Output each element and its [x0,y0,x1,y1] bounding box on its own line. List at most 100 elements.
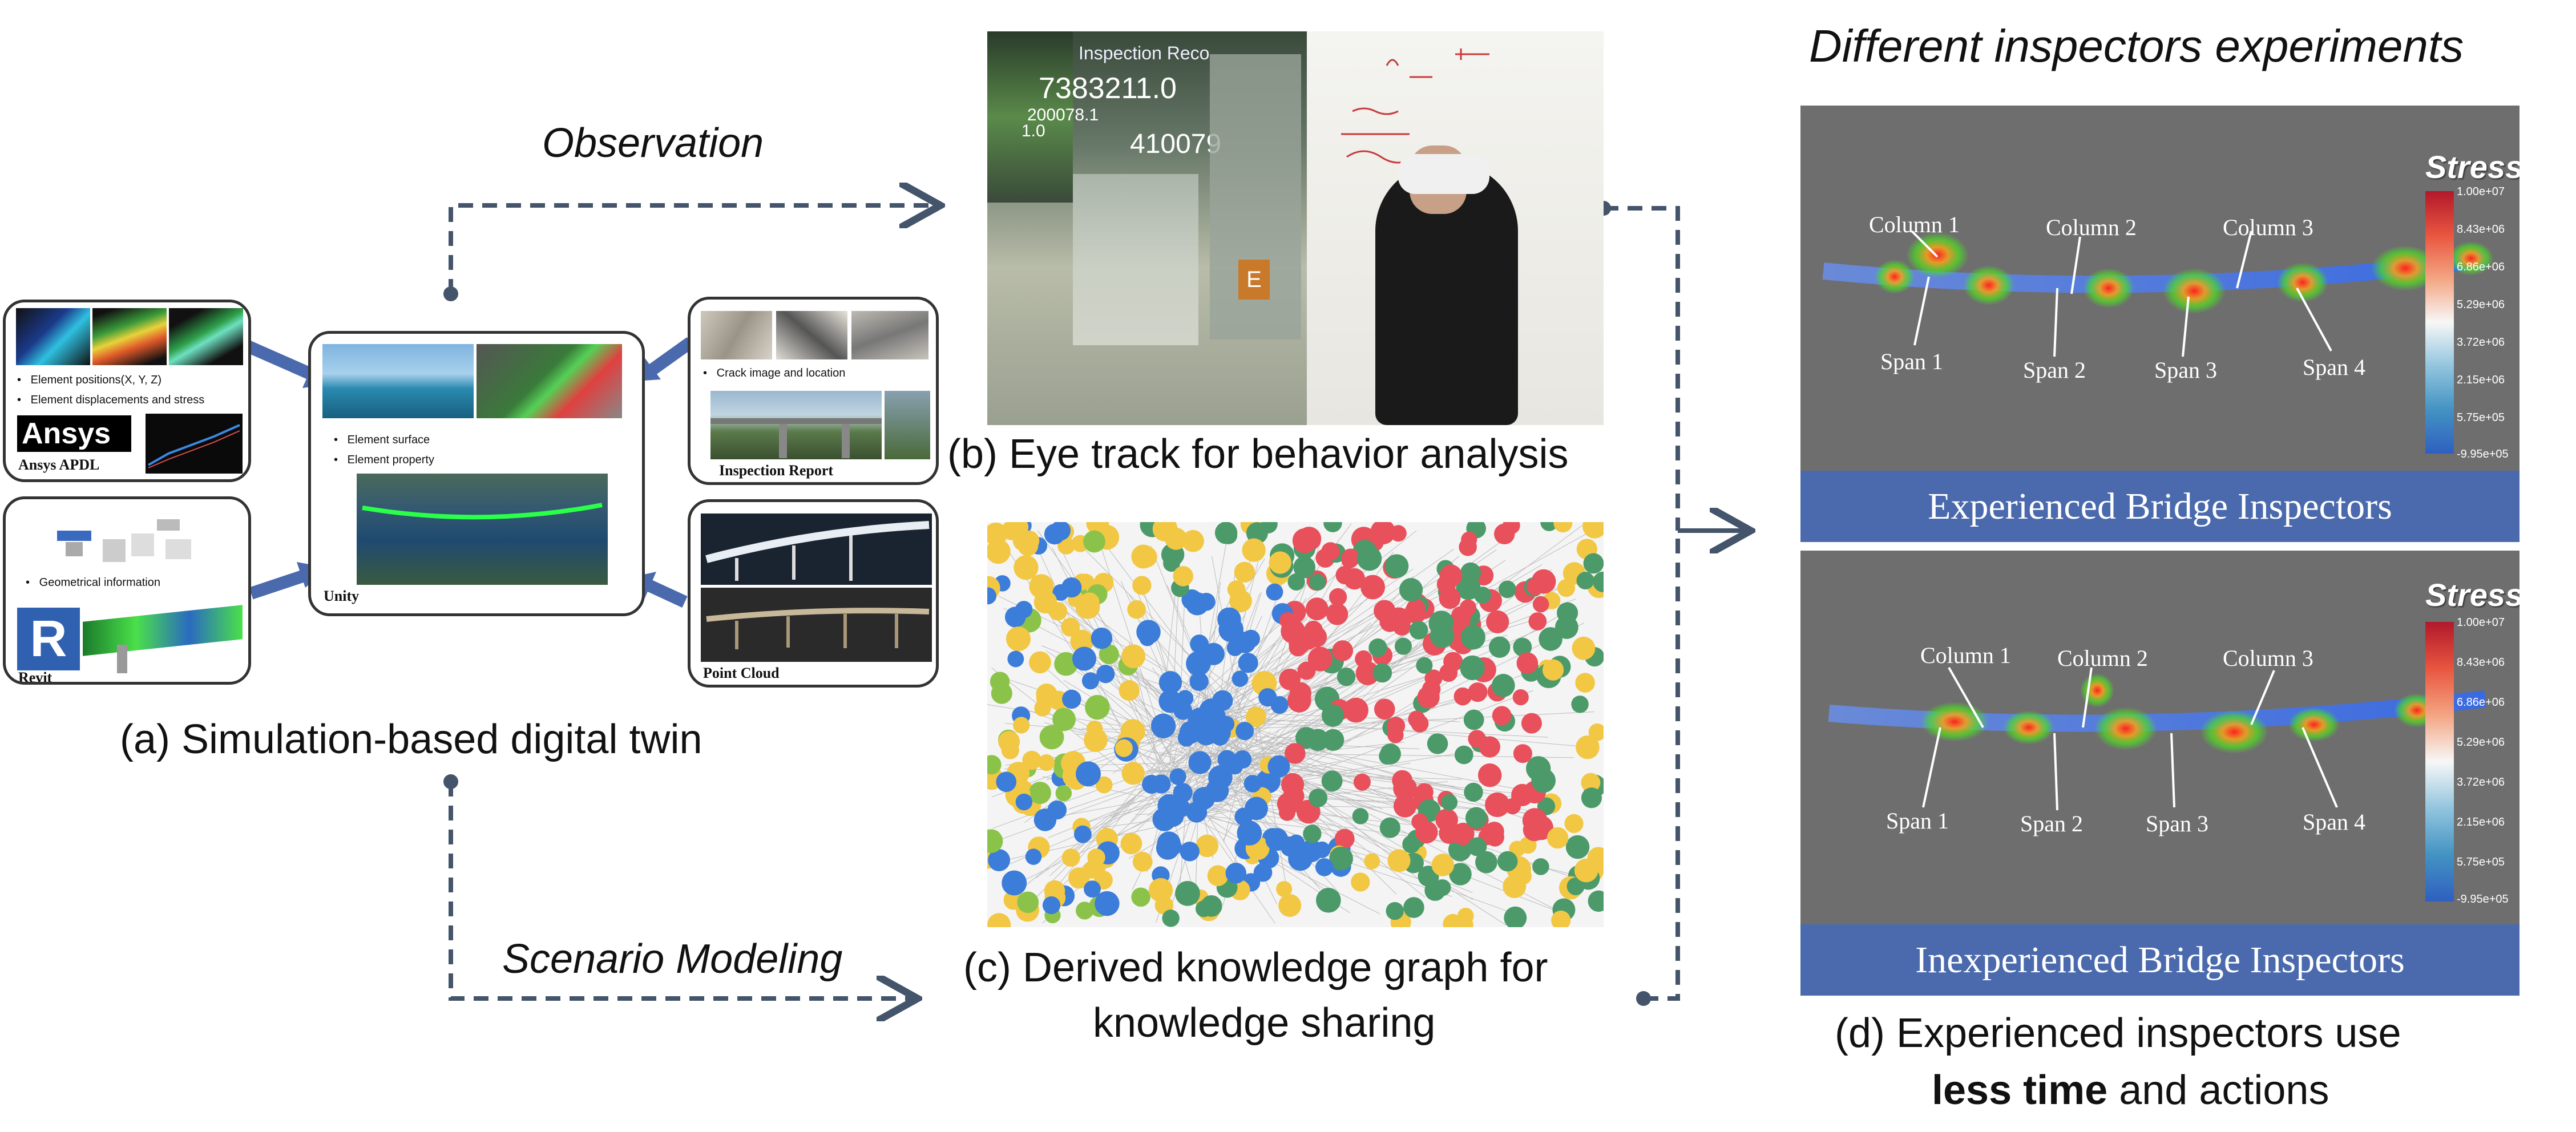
graph-node [1477,763,1502,787]
revit-bullet-1: • Geometrical information [26,576,160,589]
ansys-render-3 [169,308,243,365]
graph-node [1207,865,1229,887]
e-key-icon: E [1238,260,1270,300]
graph-node [1033,590,1057,614]
graph-node [1459,599,1477,616]
vr-scene [987,31,1073,203]
graph-node [1042,896,1061,915]
graph-node [1332,640,1354,661]
graph-node [1513,637,1532,657]
graph-node [1177,729,1196,747]
graph-node [1532,596,1549,613]
graph-node [1217,750,1237,769]
inexperienced-bridge [1828,667,2486,811]
crack-image-2 [776,311,847,359]
graph-node [1120,832,1142,855]
graph-node [1162,909,1180,927]
graph-node [1571,696,1589,713]
graph-node [1246,522,1268,544]
observation-arrow-start-dot [443,286,458,301]
graph-edge [1193,535,1228,730]
graph-node [1417,686,1440,709]
graph-node [1303,824,1322,843]
observation-label: Observation [542,120,764,166]
ansys-to-unity-arrow [243,339,320,383]
exp-tick: 6.86e+06 [2457,261,2505,273]
graph-node [1265,828,1289,851]
graph-node [1278,894,1302,917]
graph-node [1460,562,1481,583]
graph-node [1293,556,1316,579]
vr-headset-icon [1398,154,1489,194]
pointcloud-label: Point Cloud [703,665,780,681]
unity-bullet-1: • Element surface [334,434,430,446]
graph-node [1085,694,1110,720]
graph-node [1238,653,1258,673]
graph-node [1061,848,1080,867]
graph-node [1017,891,1039,913]
graph-node [1588,890,1604,912]
caption-d-line1: (d) Experienced inspectors use [1835,1010,2401,1056]
graph-node [1044,880,1065,901]
graph-node [1321,704,1344,727]
graph-node [1316,888,1341,913]
graph-node [1583,553,1604,574]
graph-node [1394,637,1412,655]
graph-edge [1234,730,1296,781]
graph-node [1547,827,1569,849]
graph-node [1409,621,1428,640]
graph-node [1353,773,1371,791]
graph-node [1285,743,1306,764]
graph-node [1226,640,1243,656]
graph-node [1364,853,1380,870]
graph-node [1360,575,1386,600]
graph-node [987,755,1002,775]
graph-node [1013,717,1030,734]
exp-column-1: Column 1 [1869,212,1960,237]
graph-node [1202,642,1225,665]
graph-node [1475,851,1497,874]
graph-node [1036,683,1057,705]
graph-node [1289,682,1312,704]
graph-edge [1218,731,1464,790]
graph-node [1526,577,1544,596]
graph-node [1022,750,1041,770]
graph-node [1243,775,1262,793]
inspection-report-label: Inspection Report [719,462,834,479]
graph-edge [1178,810,1380,915]
graph-node [1439,664,1458,682]
revit-logo-icon: R [17,608,80,670]
eye-track-photo: Inspection Reco 7383211.0 200078.1 1.0 4… [987,31,1604,425]
graph-node [1498,580,1516,599]
graph-node [1235,722,1254,741]
revit-label: Revit [18,669,53,685]
inspection-bullet-1: • Crack image and location [703,367,846,379]
exp-tick: 8.43e+06 [2457,223,2505,236]
inspection-box: • Crack image and location Inspection Re… [688,297,939,485]
knowledge-graph [987,522,1604,927]
unity-box: • Element surface • Element property Uni… [308,331,645,616]
exp-tick: 1.00e+07 [2457,185,2505,198]
graph-node [1192,787,1216,810]
graph-node [1196,900,1213,917]
graph-node [1449,863,1472,886]
exp-span-4: Span 4 [2303,354,2365,380]
unity-bridge-view [357,474,608,585]
graph-node [1196,834,1218,858]
graph-node [1399,578,1423,602]
graph-node [987,829,1003,854]
caption-d-rest: and actions [2107,1068,2329,1113]
graph-node [1504,906,1527,927]
graph-node [1070,629,1094,653]
graph-node [1454,745,1473,765]
graph-node [1352,808,1369,824]
graph-node [1267,755,1290,778]
graph-node [1314,841,1331,858]
graph-node [987,587,996,605]
graph-node [1374,698,1395,720]
graph-node [1237,820,1262,846]
graph-node [1528,612,1547,630]
graph-node [1428,611,1454,636]
graph-node [1173,566,1194,587]
graph-node [1278,804,1295,821]
